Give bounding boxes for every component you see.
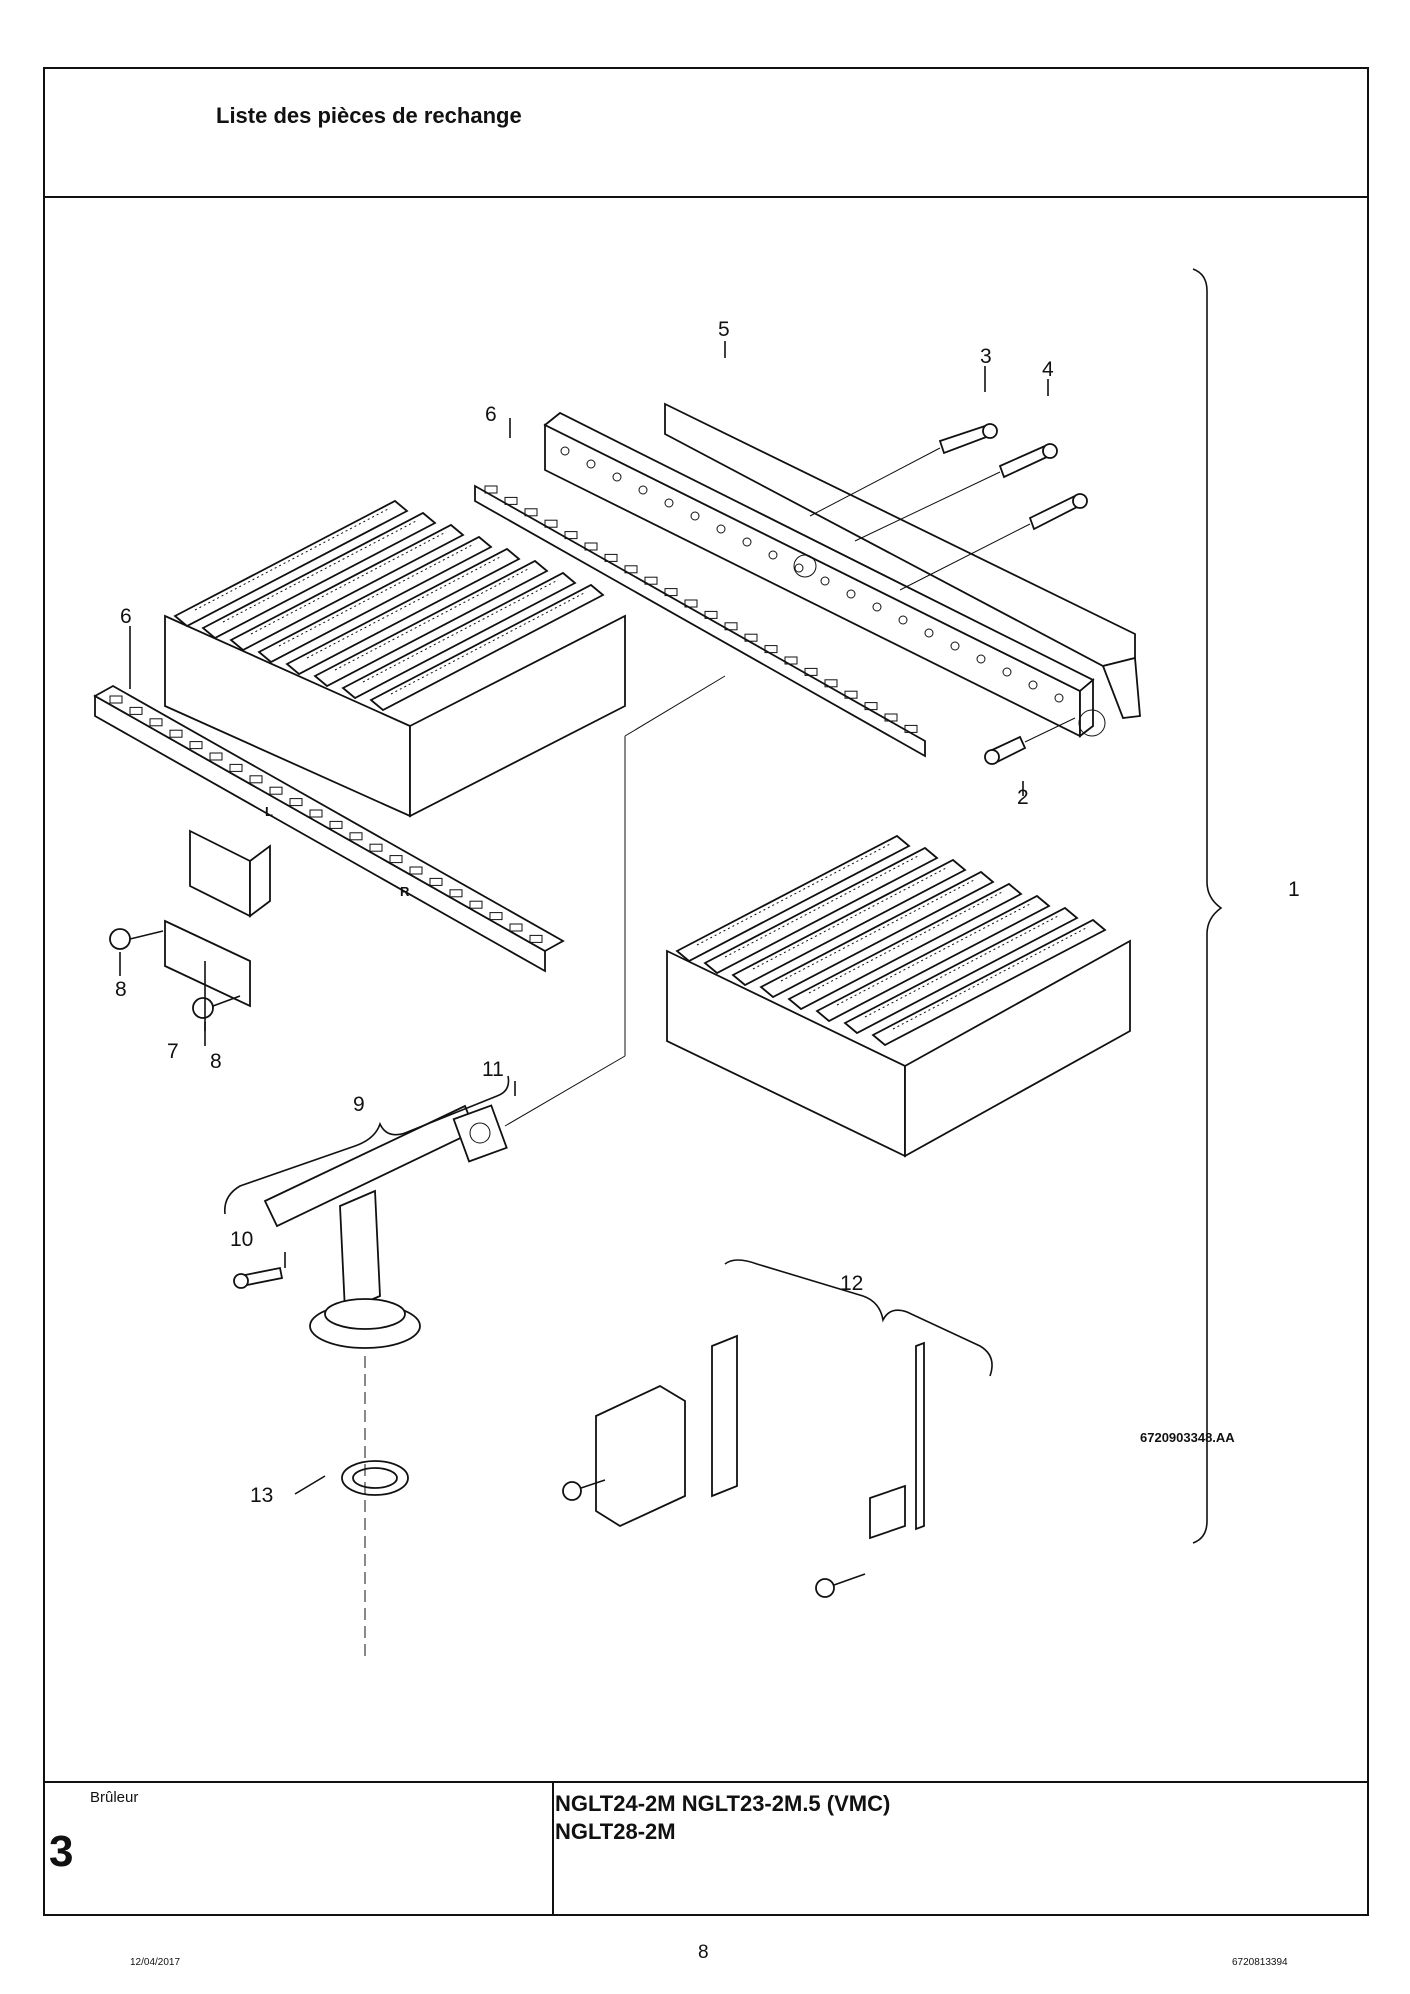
group-bracket-1	[1192, 268, 1223, 1544]
screw-12a	[562, 1479, 606, 1501]
gasket-strip-lower	[93, 684, 565, 973]
callout-3: 3	[980, 345, 992, 368]
screw-10	[233, 1266, 284, 1289]
callout-2: 2	[1017, 786, 1029, 809]
section-number: 3	[49, 1827, 74, 1876]
mounting-bracket	[164, 829, 271, 1008]
ignition-electrode-set	[595, 1334, 925, 1540]
page-title: Liste des pièces de rechange	[216, 103, 522, 128]
burner-block-lower	[666, 834, 1131, 1158]
callout-11: 11	[482, 1058, 504, 1081]
model-line-2: NGLT28-2M	[555, 1819, 676, 1844]
manifold-rail	[543, 411, 1106, 738]
model-line-1: NGLT24-2M NGLT23-2M.5 (VMC)	[555, 1791, 891, 1816]
manifold-holes	[560, 446, 1064, 703]
callout-10: 10	[230, 1228, 253, 1251]
callout-8-right: 8	[210, 1050, 222, 1073]
cover-plate	[664, 402, 1141, 719]
group-bracket-9	[223, 1075, 510, 1215]
page-frame: Liste des pièces de rechange	[43, 67, 1369, 1916]
callout-4: 4	[1042, 358, 1054, 381]
header-box: Liste des pièces de rechange	[45, 69, 1367, 198]
screw-8-right	[192, 995, 241, 1019]
rail-mark-r: R	[400, 884, 410, 899]
footer-section-cell: Brûleur 3	[45, 1783, 554, 1914]
footer-box: Brûleur 3 NGLT24-2M NGLT23-2M.5 (VMC) NG…	[45, 1781, 1367, 1914]
document-number: 6720813394	[1232, 1957, 1288, 1968]
gasket-strip-upper-holes	[484, 485, 918, 733]
page-number: 8	[698, 1942, 709, 1963]
burner-block-upper	[164, 499, 626, 818]
callout-13: 13	[250, 1484, 273, 1507]
callout-6-lower: 6	[120, 605, 132, 628]
callout-1: 1	[1288, 878, 1300, 901]
gasket-strip-upper	[474, 484, 926, 758]
callout-12: 12	[840, 1272, 863, 1295]
callout-5: 5	[718, 318, 730, 341]
print-date: 12/04/2017	[130, 1957, 181, 1968]
exploded-view-drawing: L R	[45, 196, 1367, 1786]
screw-4	[998, 443, 1058, 479]
group-bracket-12	[724, 1259, 993, 1377]
screw-12b	[815, 1573, 866, 1598]
screw-3	[938, 423, 998, 455]
screw-extra	[1028, 493, 1088, 531]
drawing-reference: 6720903348.AA	[1140, 1430, 1235, 1445]
screw-8-left	[109, 928, 164, 950]
callout-6-upper: 6	[485, 403, 497, 426]
rail-mark-l: L	[265, 804, 273, 819]
washer	[341, 1460, 409, 1496]
gasket-strip-lower-holes	[109, 695, 543, 943]
callout-8-left: 8	[115, 978, 127, 1001]
nozzle	[984, 735, 1027, 765]
callout-7: 7	[167, 1040, 179, 1063]
callout-9: 9	[353, 1093, 365, 1116]
section-label: Brûleur	[90, 1789, 139, 1806]
ignition-assembly	[263, 1104, 508, 1349]
burner-exploded-diagram: L R	[93, 268, 1300, 1656]
